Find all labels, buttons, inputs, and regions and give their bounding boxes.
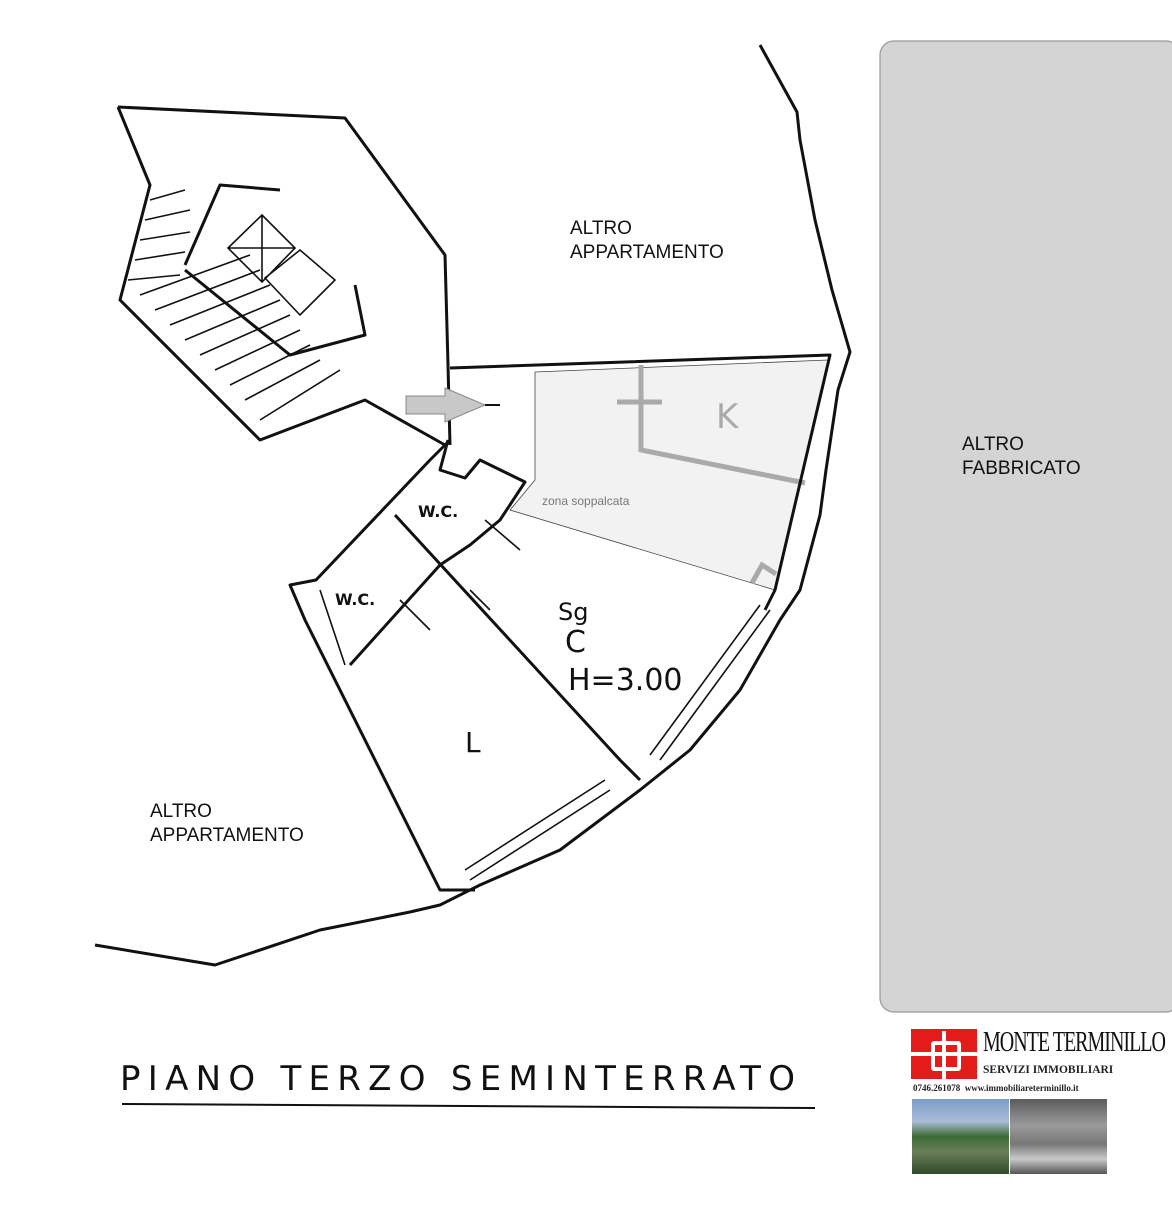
mezzanine-walls — [617, 365, 806, 585]
room-kitchen: K — [716, 397, 740, 437]
entrance-arrow-icon — [405, 387, 487, 423]
label-other-apartment-top-2: APPARTAMENTO — [570, 242, 724, 263]
building-perimeter — [94, 44, 852, 967]
floor-title: PIANO TERZO SEMINTERRATO — [120, 1059, 800, 1099]
label-other-building-2: FABBRICATO — [962, 458, 1081, 479]
label-mezzanine-zone: zona soppalcata — [542, 494, 630, 508]
room-l: L — [465, 726, 481, 759]
stair-landing — [183, 183, 367, 357]
apartment-left-wall — [288, 438, 475, 892]
label-other-apartment-top-1: ALTRO — [570, 218, 632, 239]
logo-photo-summer — [912, 1099, 1009, 1174]
label-other-apartment-bottom-1: ALTRO — [150, 801, 212, 822]
windows — [464, 604, 771, 881]
agency-logo: MONTE TERMINILLO SERVIZI IMMOBILIARI 074… — [911, 1027, 1166, 1175]
logo-phone: 0746.261078 — [913, 1083, 961, 1093]
logo-photo-winter — [1010, 1099, 1107, 1174]
living-partition — [393, 513, 642, 782]
room-living-symbol: Sg — [558, 598, 588, 626]
room-wc-1: W.C. — [418, 502, 458, 521]
wc-walls — [348, 439, 527, 667]
logo-name: MONTE TERMINILLO — [983, 1027, 1166, 1058]
logo-website: www.immobiliareterminillo.it — [964, 1083, 1079, 1093]
elevator-shaft — [226, 213, 337, 317]
stair-outline — [116, 106, 446, 447]
label-other-building-1: ALTRO — [962, 434, 1024, 455]
room-height: H=3.00 — [568, 663, 683, 698]
title-underline — [121, 1103, 816, 1109]
other-building-area — [879, 40, 1172, 1013]
apartment-top-wall — [449, 353, 832, 611]
room-living-symbol-2: C — [565, 625, 586, 660]
logo-mark-icon — [911, 1029, 977, 1081]
mezzanine-zone — [509, 359, 829, 591]
room-wc-2: W.C. — [335, 590, 375, 609]
stair-steps — [127, 189, 341, 421]
label-other-apartment-bottom-2: APPARTAMENTO — [150, 825, 304, 846]
logo-contact: 0746.261078 www.immobiliareterminillo.it — [913, 1083, 1079, 1093]
door-swings — [319, 519, 521, 666]
logo-subtitle: SERVIZI IMMOBILIARI — [983, 1064, 1114, 1076]
